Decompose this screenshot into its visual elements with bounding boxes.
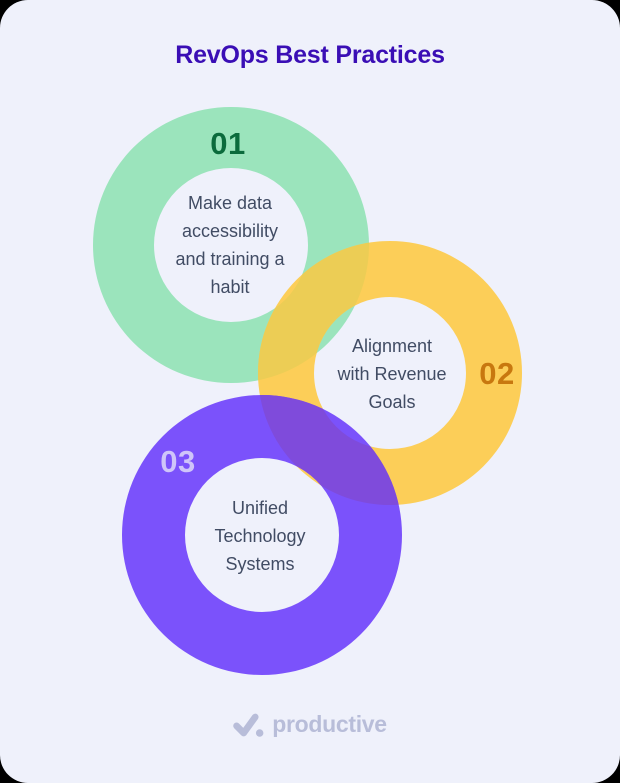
step-text-line: Unified	[231, 498, 289, 518]
brand-footer: productive	[0, 711, 620, 738]
step-text-line: Systems	[225, 554, 295, 574]
step-text-line: and training a	[175, 249, 285, 269]
step-text-01: Make data accessibility and training a h…	[138, 189, 323, 301]
step-text-line: Technology	[214, 526, 306, 546]
step-text-line: Alignment	[351, 336, 433, 356]
overlap-yellow-over-green	[258, 241, 369, 383]
step-text-02: Alignment with Revenue Goals	[300, 332, 485, 416]
step-number-03: 03	[160, 444, 196, 479]
step-text-line: Make data	[187, 193, 273, 213]
overlap-purple-over-yellow	[258, 395, 402, 505]
step-text-03: Unified Technology Systems	[168, 494, 353, 578]
page-title: RevOps Best Practices	[175, 41, 445, 69]
step-number-02: 02	[479, 356, 515, 391]
step-text-line: accessibility	[181, 221, 279, 241]
step-number-01: 01	[210, 126, 246, 161]
productive-logo-icon	[233, 713, 264, 737]
brand-name: productive	[272, 711, 387, 737]
step-text-line: habit	[210, 277, 250, 297]
step-text-line: with Revenue	[337, 364, 447, 384]
step-text-line: Goals	[368, 392, 416, 412]
